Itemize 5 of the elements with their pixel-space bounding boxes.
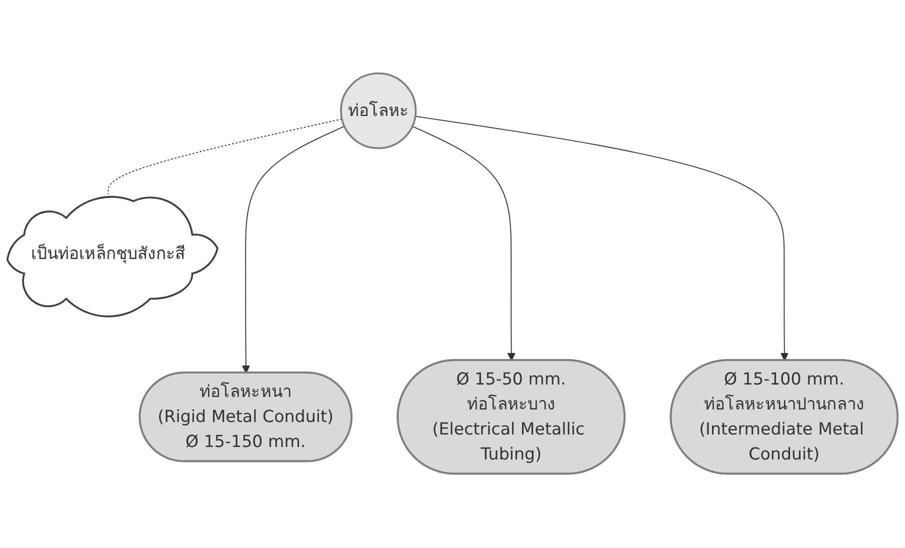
arrow [414, 116, 789, 362]
node-circle [340, 72, 417, 150]
connector [108, 118, 342, 196]
arrow [242, 126, 345, 374]
arrow [412, 126, 516, 362]
